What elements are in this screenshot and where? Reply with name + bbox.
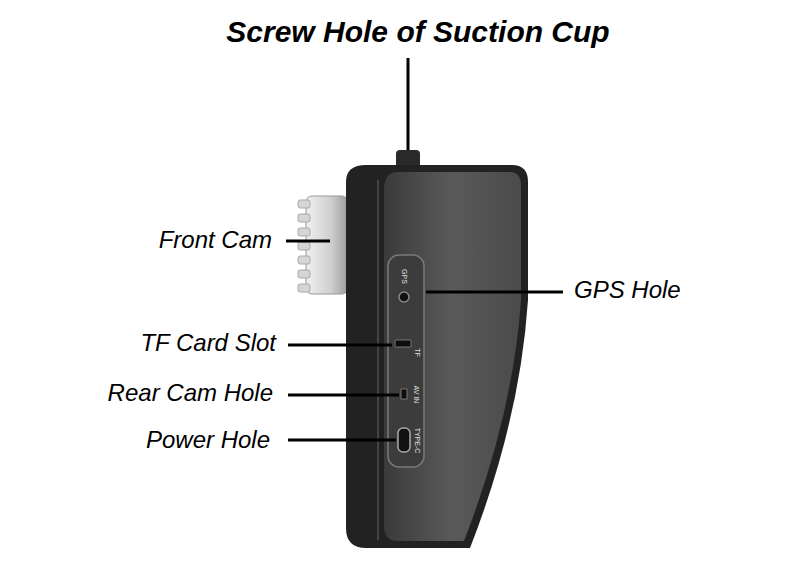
leader-lines bbox=[286, 58, 563, 440]
front-cam-lens bbox=[298, 196, 348, 294]
type-c-port bbox=[398, 428, 410, 452]
gps-jack bbox=[399, 292, 409, 302]
callout-label: Rear Cam Hole bbox=[108, 379, 273, 407]
callout-label: GPS Hole bbox=[574, 276, 681, 304]
port-panel bbox=[388, 255, 424, 467]
port-marking: TF bbox=[414, 348, 421, 357]
callout-label: Front Cam bbox=[159, 226, 272, 254]
port-marking: TYPE-C bbox=[414, 427, 421, 453]
av-in-port bbox=[401, 389, 407, 399]
device-face bbox=[384, 172, 521, 541]
callout-label: TF Card Slot bbox=[140, 329, 276, 357]
port-marking: GPS bbox=[400, 269, 407, 284]
body-seam bbox=[377, 180, 379, 540]
callout-title: Screw Hole of Suction Cup bbox=[226, 15, 609, 50]
device-body bbox=[346, 165, 528, 548]
tf-slot bbox=[395, 340, 411, 347]
port-marking: AV IN bbox=[413, 385, 420, 403]
callout-label: Power Hole bbox=[146, 426, 270, 454]
